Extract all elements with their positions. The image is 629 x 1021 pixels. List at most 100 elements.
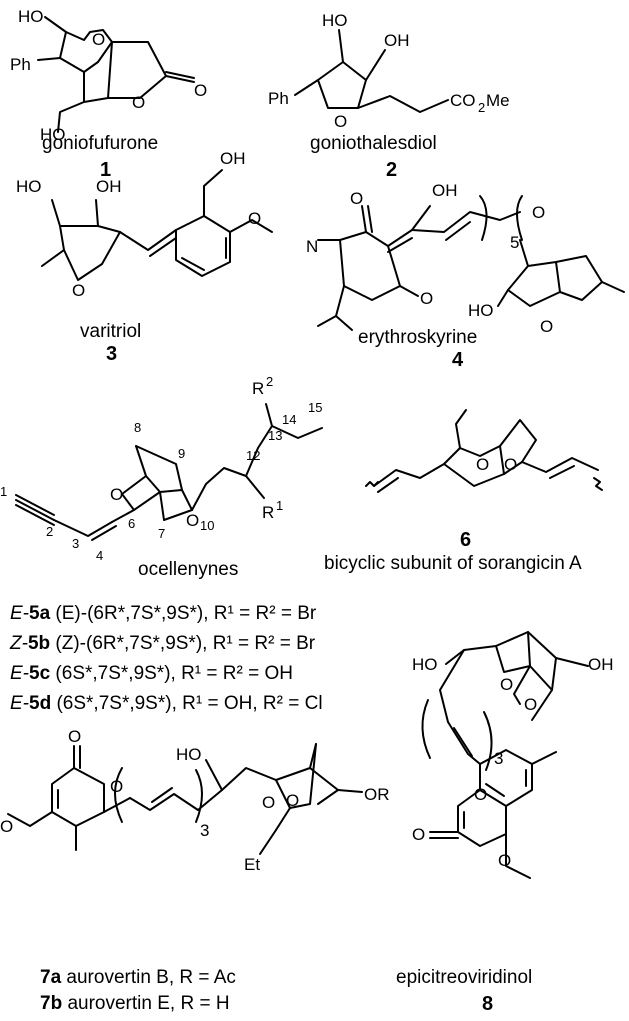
isomer-5b: Z-	[10, 633, 28, 654]
svg-text:OH: OH	[588, 655, 614, 674]
svg-text:O: O	[0, 817, 13, 836]
svg-text:O: O	[334, 112, 347, 131]
label-sorangicin-subunit: bicyclic subunit of sorangicin A	[324, 553, 582, 574]
compound-7a: 7a	[40, 967, 62, 988]
svg-text:8: 8	[134, 420, 141, 435]
svg-text:O: O	[186, 511, 199, 530]
svg-text:2: 2	[478, 100, 485, 115]
svg-text:6: 6	[128, 516, 135, 531]
structure-epicitreoviridinol: HO OH O O 3 O O O	[412, 631, 614, 879]
svg-text:HO: HO	[322, 11, 348, 30]
svg-text:3: 3	[72, 536, 79, 551]
svg-text:O: O	[412, 825, 425, 844]
svg-text:O: O	[540, 317, 553, 336]
structure-goniofufurone: HO Ph O O O HO	[10, 7, 207, 144]
config-5a: (E)-(6R*,7S*,9S*), R¹ = R² = Br	[50, 603, 317, 624]
compound-5d: 5d	[29, 693, 52, 714]
svg-text:10: 10	[200, 518, 214, 533]
label-epicitreoviridinol: epicitreoviridinol	[396, 967, 533, 988]
svg-text:HO: HO	[412, 655, 438, 674]
svg-text:O: O	[350, 189, 363, 208]
svg-text:O: O	[68, 727, 81, 746]
text-7a: aurovertin B, R = Ac	[61, 967, 236, 988]
svg-text:OH: OH	[432, 181, 458, 200]
structure-aurovertin: O O O HO OR 3 Et O O	[0, 727, 390, 874]
row-5d: E-5d (6S*,7S*,9S*), R¹ = OH, R² = Cl	[10, 694, 323, 713]
svg-text:14: 14	[282, 412, 296, 427]
svg-text:O: O	[286, 791, 299, 810]
svg-text:OH: OH	[384, 31, 410, 50]
svg-text:O: O	[132, 93, 145, 112]
svg-text:3: 3	[494, 749, 503, 768]
svg-text:R: R	[262, 503, 274, 522]
svg-text:O: O	[248, 209, 261, 228]
svg-text:3: 3	[200, 821, 209, 840]
structure-goniothalesdiol: HO OH Ph O CO 2 Me	[268, 11, 510, 131]
svg-text:CO: CO	[450, 91, 476, 110]
svg-text:Ph: Ph	[268, 89, 289, 108]
number-4: 4	[452, 349, 464, 371]
svg-text:O: O	[500, 675, 513, 694]
svg-text:N: N	[306, 237, 318, 256]
number-1: 1	[100, 159, 112, 181]
svg-text:HO: HO	[16, 177, 42, 196]
row-5a: E-5a (E)-(6R*,7S*,9S*), R¹ = R² = Br	[10, 604, 316, 623]
svg-text:O: O	[504, 455, 517, 474]
label-erythroskyrine: erythroskyrine	[358, 327, 478, 348]
compound-5c: 5c	[29, 663, 51, 684]
svg-text:OH: OH	[96, 177, 122, 196]
label-ocellenynes: ocellenynes	[138, 559, 239, 580]
svg-text:2: 2	[266, 374, 273, 389]
isomer-5d: E-	[10, 693, 29, 714]
label-goniofufurone: goniofufurone	[42, 133, 159, 154]
config-5c: (6S*,7S*,9S*), R¹ = R² = OH	[50, 663, 293, 684]
svg-text:Ph: Ph	[10, 55, 31, 74]
svg-text:O: O	[524, 695, 537, 714]
row-5b: Z-5b (Z)-(6R*,7S*,9S*), R¹ = R² = Br	[10, 634, 315, 653]
isomer-5c: E-	[10, 663, 29, 684]
svg-text:HO: HO	[40, 125, 66, 144]
row-7b: 7b aurovertin E, R = H	[40, 994, 230, 1013]
svg-text:7: 7	[158, 526, 165, 541]
svg-text:1: 1	[0, 484, 7, 499]
isomer-5a: E-	[10, 603, 29, 624]
svg-text:O: O	[110, 485, 123, 504]
svg-text:4: 4	[96, 548, 103, 563]
number-2: 2	[386, 159, 398, 181]
text-7b: aurovertin E, R = H	[62, 993, 230, 1014]
svg-text:O: O	[420, 289, 433, 308]
svg-text:O: O	[262, 793, 275, 812]
svg-text:O: O	[498, 851, 511, 870]
svg-text:O: O	[110, 777, 123, 796]
compound-7b: 7b	[40, 993, 63, 1014]
structure-sorangicin-subunit: O O	[365, 409, 603, 493]
svg-text:O: O	[92, 30, 105, 49]
config-5d: (6S*,7S*,9S*), R¹ = OH, R² = Cl	[51, 693, 323, 714]
svg-text:HO: HO	[18, 7, 44, 26]
svg-text:2: 2	[46, 524, 53, 539]
row-7a: 7a aurovertin B, R = Ac	[40, 968, 236, 987]
svg-text:5: 5	[510, 233, 519, 252]
label-varitriol: varitriol	[80, 321, 142, 342]
structure-erythroskyrine: OH O O N 5 O HO O	[306, 181, 625, 336]
svg-text:Me: Me	[486, 91, 510, 110]
row-5c: E-5c (6S*,7S*,9S*), R¹ = R² = OH	[10, 664, 293, 683]
svg-text:13: 13	[268, 428, 282, 443]
svg-text:1: 1	[276, 498, 283, 513]
svg-text:O: O	[72, 281, 85, 300]
structure-varitriol: HO OH OH O O	[16, 149, 273, 300]
svg-text:Et: Et	[244, 855, 260, 874]
svg-text:12: 12	[246, 448, 260, 463]
svg-text:O: O	[474, 785, 487, 804]
svg-text:R: R	[252, 379, 264, 398]
svg-text:15: 15	[308, 400, 322, 415]
label-goniothalesdiol: goniothalesdiol	[310, 133, 437, 154]
compound-5b: 5b	[27, 633, 51, 654]
svg-text:HO: HO	[176, 745, 202, 764]
number-6: 6	[460, 529, 472, 551]
svg-text:O: O	[194, 81, 207, 100]
number-3: 3	[106, 343, 118, 365]
svg-text:9: 9	[178, 446, 185, 461]
